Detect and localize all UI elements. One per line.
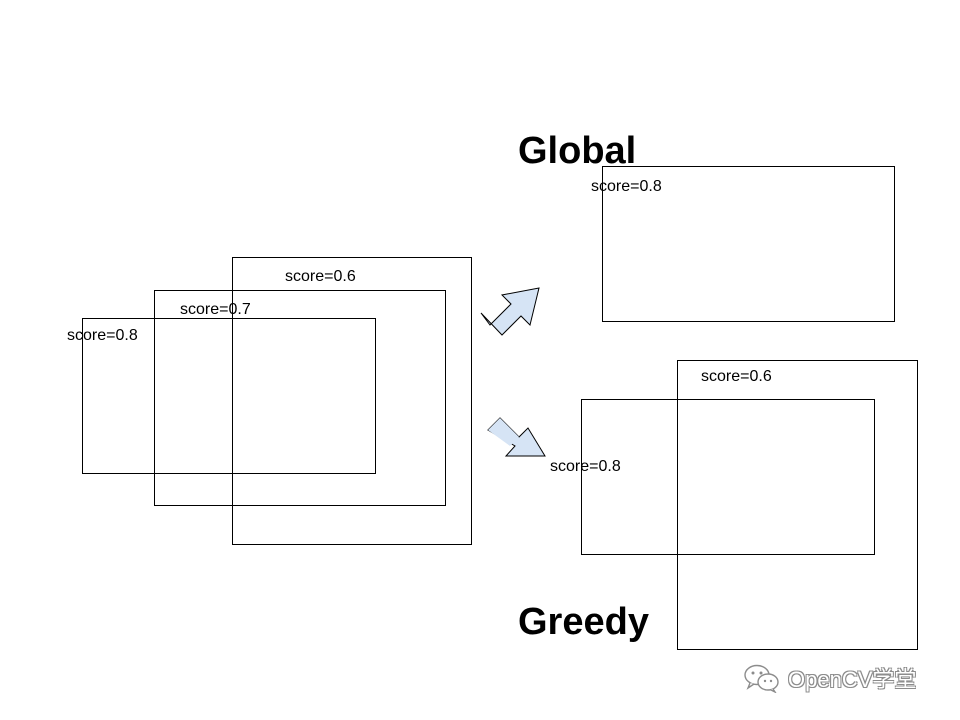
input-box-score-0.7	[154, 290, 446, 506]
watermark: OpenCV学堂	[742, 662, 916, 694]
watermark-text: OpenCV学堂	[788, 667, 917, 692]
global-label-score-0.8: score=0.8	[591, 178, 662, 195]
input-label-score-0.8: score=0.8	[67, 327, 138, 344]
input-label-score-0.7: score=0.7	[180, 301, 251, 318]
global-title: Global	[518, 130, 637, 172]
greedy-label-score-0.8: score=0.8	[550, 458, 621, 475]
greedy-label-score-0.6: score=0.6	[701, 368, 772, 385]
input-box-score-0.6	[232, 257, 472, 545]
greedy-box-score-0.8	[581, 399, 875, 555]
wechat-icon	[744, 664, 779, 693]
arrow-to-global	[480, 287, 540, 336]
input-box-score-0.8	[82, 318, 376, 474]
greedy-box-score-0.6	[677, 360, 918, 650]
input-label-score-0.6: score=0.6	[285, 268, 356, 285]
greedy-title: Greedy	[518, 601, 649, 643]
arrow-to-greedy-base	[488, 418, 519, 446]
global-box-score-0.8	[602, 166, 895, 322]
